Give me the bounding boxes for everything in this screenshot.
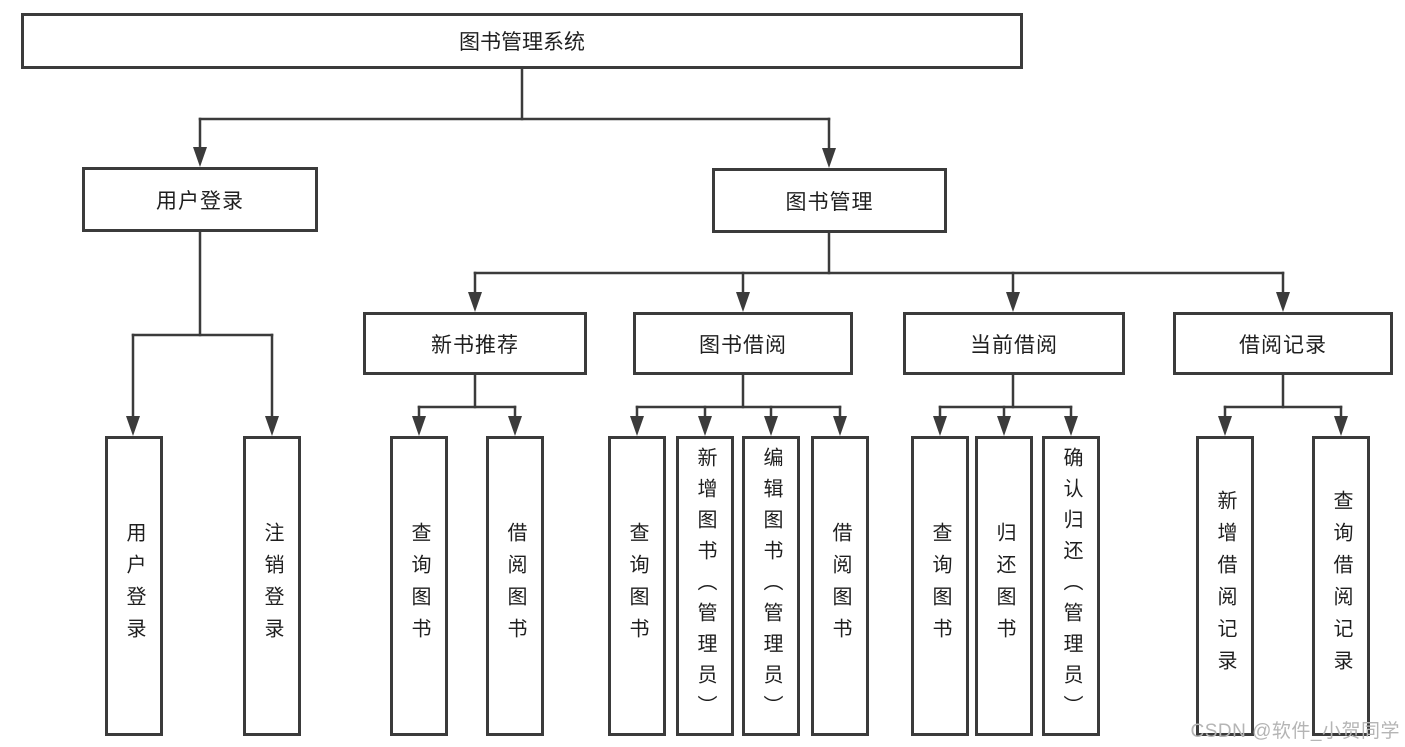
node-leaf-query-books-current: 查询图书 [911,436,969,736]
connector-root-to-level2 [193,67,836,168]
connector-user-login-children [126,230,279,436]
arrowhead-icon [126,416,140,436]
arrowhead-icon [412,416,426,436]
node-user-login: 用户登录 [82,167,318,232]
node-borrowing-records: 借阅记录 [1173,312,1393,375]
node-current-borrowing: 当前借阅 [903,312,1125,375]
arrowhead-icon [1276,292,1290,312]
arrowhead-icon [265,416,279,436]
arrowhead-icon [1064,416,1078,436]
arrowhead-icon [630,416,644,436]
node-book-management: 图书管理 [712,168,947,233]
arrowhead-icon [508,416,522,436]
node-leaf-user-login: 用户登录 [105,436,163,736]
node-library-management-system: 图书管理系统 [21,13,1023,69]
arrowhead-icon [736,292,750,312]
node-leaf-borrow-books-recommend: 借阅图书 [486,436,544,736]
arrowhead-icon [698,416,712,436]
node-leaf-add-books-admin: 新增图书（管理员） [676,436,734,736]
node-leaf-edit-books-admin: 编辑图书（管理员） [742,436,800,736]
connector-book-management-children [468,231,1290,312]
connector-borrowing-records-children [1218,373,1348,436]
node-new-book-recommendation: 新书推荐 [363,312,587,375]
arrowhead-icon [764,416,778,436]
connector-new-book-recommendation-children [412,373,522,436]
connector-book-borrowing-children [630,373,847,436]
node-book-borrowing: 图书借阅 [633,312,853,375]
node-leaf-return-books: 归还图书 [975,436,1033,736]
node-leaf-borrow-books: 借阅图书 [811,436,869,736]
arrowhead-icon [933,416,947,436]
node-leaf-add-borrow-record: 新增借阅记录 [1196,436,1254,736]
arrowhead-icon [468,292,482,312]
node-leaf-confirm-return-admin: 确认归还（管理员） [1042,436,1100,736]
node-leaf-logout: 注销登录 [243,436,301,736]
node-leaf-query-books-recommend: 查询图书 [390,436,448,736]
connector-current-borrowing-children [933,373,1078,436]
arrowhead-icon [822,148,836,168]
arrowhead-icon [997,416,1011,436]
arrowhead-icon [1006,292,1020,312]
arrowhead-icon [833,416,847,436]
arrowhead-icon [193,147,207,167]
arrowhead-icon [1218,416,1232,436]
node-leaf-query-borrow-record: 查询借阅记录 [1312,436,1370,736]
arrowhead-icon [1334,416,1348,436]
csdn-watermark: CSDN @软件_小贺同学 [1190,721,1400,742]
node-leaf-query-books-borrowing: 查询图书 [608,436,666,736]
